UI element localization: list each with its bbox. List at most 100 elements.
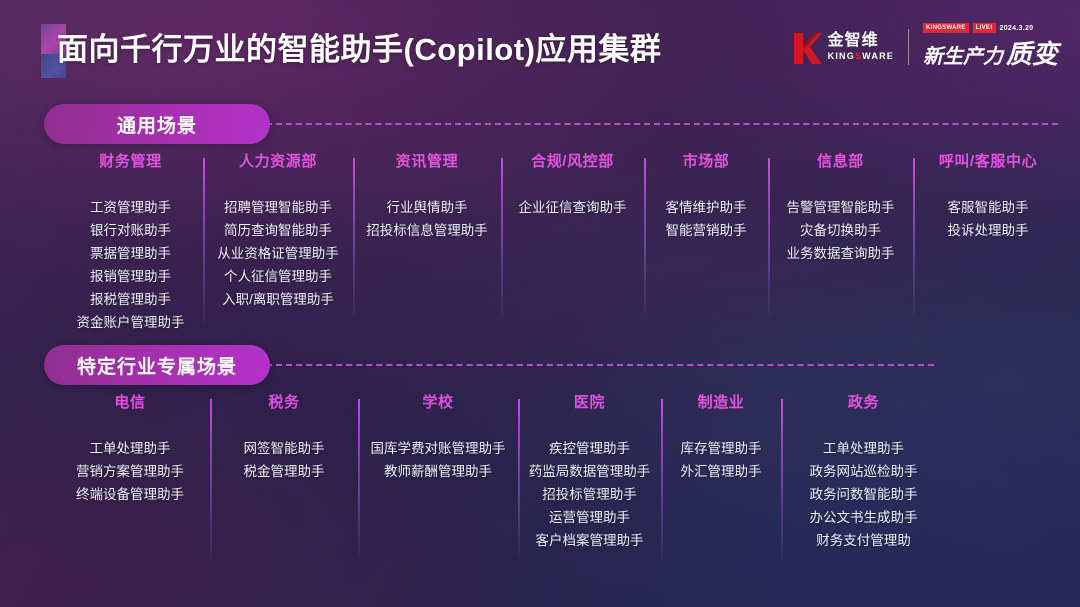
column-finance: 财务管理 工资管理助手 银行对账助手 票据管理助手 报销管理助手 报税管理助手 … — [58, 152, 203, 334]
column-separator — [781, 399, 783, 559]
column-header: 税务 — [268, 394, 300, 411]
section-1-dashed-line — [266, 123, 1058, 125]
column-header: 学校 — [422, 394, 454, 411]
list-item: 灾备切换助手 — [800, 223, 881, 238]
column-header: 呼叫/客服中心 — [938, 153, 1038, 170]
list-item: 工单处理助手 — [89, 441, 171, 456]
section-2-columns: 电信 工单处理助手 营销方案管理助手 终端设备管理助手 税务 网签智能助手 税金… — [0, 393, 1080, 559]
list-item: 招投标信息管理助手 — [366, 223, 488, 238]
list-item: 企业征信查询助手 — [518, 200, 627, 215]
event-date: 2024.3.20 — [999, 24, 1034, 32]
column-tax: 税务 网签智能助手 税金管理助手 — [210, 393, 358, 559]
list-item: 业务数据查询助手 — [786, 246, 895, 261]
brand-bar: 金智维 KINGSWARE KINGSWARE LIVE! 2024.3.20 … — [792, 23, 1058, 71]
column-separator — [353, 158, 355, 316]
column-header: 政务 — [847, 394, 880, 411]
kingsware-k-icon — [792, 31, 822, 64]
event-chip-brand: KINGSWARE — [922, 23, 969, 33]
column-header: 医院 — [573, 394, 606, 411]
column-header: 电信 — [114, 394, 146, 411]
column-header: 信息部 — [817, 153, 864, 170]
page-title: 面向千行万业的智能助手(Copilot)应用集群 — [57, 32, 662, 67]
list-item: 终端设备管理助手 — [76, 487, 184, 502]
column-callcenter: 呼叫/客服中心 客服智能助手 投诉处理助手 — [913, 152, 1063, 334]
kingsware-logo: 金智维 KINGSWARE — [792, 31, 894, 64]
list-item: 办公文书生成助手 — [809, 510, 918, 525]
column-items: 客情维护助手 智能营销助手 — [644, 196, 768, 242]
column-hr: 人力资源部 招聘管理智能助手 简历查询智能助手 从业资格证管理助手 个人征信管理… — [203, 152, 353, 334]
brand-divider — [907, 29, 909, 65]
list-item: 教师薪酬管理助手 — [384, 464, 492, 479]
column-items: 工单处理助手 政务网站巡检助手 政务问数智能助手 办公文书生成助手 财务支付管理… — [781, 437, 946, 552]
section-2-heading: 特定行业专属场景 — [44, 345, 1058, 385]
list-item: 个人征信管理助手 — [224, 269, 332, 284]
kingsware-name-en: KINGSWARE — [828, 52, 894, 61]
column-government: 政务 工单处理助手 政务网站巡检助手 政务问数智能助手 办公文书生成助手 财务支… — [781, 393, 946, 559]
kingsware-en-post: WARE — [862, 51, 894, 61]
event-title: 新生产力 质变 — [923, 34, 1058, 71]
list-item: 招聘管理智能助手 — [224, 200, 332, 215]
column-news: 资讯管理 行业舆情助手 招投标信息管理助手 — [353, 152, 501, 334]
event-logo: KINGSWARE LIVE! 2024.3.20 新生产力 质变 — [922, 23, 1058, 71]
list-item: 运营管理助手 — [549, 510, 630, 525]
column-header: 合规/风控部 — [531, 153, 614, 170]
section-1-columns: 财务管理 工资管理助手 银行对账助手 票据管理助手 报销管理助手 报税管理助手 … — [0, 152, 1080, 334]
list-item: 工资管理助手 — [90, 200, 171, 215]
kingsware-en-s: S — [854, 51, 863, 61]
column-school: 学校 国库学费对账管理助手 教师薪酬管理助手 — [358, 393, 518, 559]
column-separator — [358, 399, 360, 559]
event-meta-row: KINGSWARE LIVE! 2024.3.20 — [922, 23, 1058, 33]
list-item: 告警管理智能助手 — [786, 200, 895, 215]
list-item: 报税管理助手 — [90, 292, 171, 307]
column-separator — [501, 158, 503, 316]
list-item: 客服智能助手 — [947, 200, 1029, 215]
list-item: 药监局数据管理助手 — [528, 464, 651, 479]
list-item: 智能营销助手 — [665, 223, 747, 238]
column-separator — [644, 158, 646, 316]
title-accent-blocks — [41, 24, 66, 78]
list-item: 招投标管理助手 — [542, 487, 637, 502]
list-item: 简历查询智能助手 — [224, 223, 332, 238]
list-item: 政务网站巡检助手 — [809, 464, 918, 479]
section-2-badge: 特定行业专属场景 — [44, 345, 270, 385]
list-item: 银行对账助手 — [90, 223, 171, 238]
kingsware-name-cn: 金智维 — [827, 32, 879, 49]
list-item: 客情维护助手 — [665, 200, 747, 215]
accent-square-bottom — [41, 54, 66, 78]
accent-square-top — [41, 24, 66, 54]
list-item: 资金账户管理助手 — [76, 315, 185, 330]
column-separator — [768, 158, 770, 316]
slide-header: 面向千行万业的智能助手(Copilot)应用集群 金智维 KINGSWARE K — [0, 0, 1080, 92]
kingsware-wordmark: 金智维 KINGSWARE — [828, 33, 894, 61]
list-item: 国库学费对账管理助手 — [370, 441, 506, 456]
list-item: 投诉处理助手 — [947, 223, 1029, 238]
list-item: 政务问数智能助手 — [809, 487, 918, 502]
list-item: 报销管理助手 — [90, 269, 171, 284]
column-hospital: 医院 疾控管理助手 药监局数据管理助手 招投标管理助手 运营管理助手 客户档案管… — [518, 393, 661, 559]
column-manufacturing: 制造业 库存管理助手 外汇管理助手 — [661, 393, 781, 559]
column-header: 市场部 — [682, 153, 730, 170]
column-items: 工资管理助手 银行对账助手 票据管理助手 报销管理助手 报税管理助手 资金账户管… — [58, 196, 203, 334]
column-header: 人力资源部 — [238, 153, 317, 170]
list-item: 税金管理助手 — [243, 464, 325, 479]
column-separator — [210, 399, 212, 559]
list-item: 从业资格证管理助手 — [217, 246, 339, 261]
column-marketing: 市场部 客情维护助手 智能营销助手 — [644, 152, 768, 334]
event-chip-live: LIVE! — [972, 23, 996, 33]
column-telecom: 电信 工单处理助手 营销方案管理助手 终端设备管理助手 — [50, 393, 210, 552]
column-items: 国库学费对账管理助手 教师薪酬管理助手 — [358, 437, 518, 483]
list-item: 财务支付管理助 — [816, 533, 911, 548]
list-item: 疾控管理助手 — [549, 441, 630, 456]
list-item: 工单处理助手 — [823, 441, 904, 456]
list-item: 库存管理助手 — [680, 441, 762, 456]
list-item: 营销方案管理助手 — [76, 464, 184, 479]
list-item: 客户档案管理助手 — [535, 533, 644, 548]
section-1-badge: 通用场景 — [44, 104, 270, 144]
column-separator — [518, 399, 520, 559]
column-items: 网签智能助手 税金管理助手 — [210, 437, 358, 483]
list-item: 票据管理助手 — [90, 246, 171, 261]
column-items: 库存管理助手 外汇管理助手 — [661, 437, 781, 483]
event-title-part-a: 新生产力 — [922, 46, 1003, 68]
column-separator — [661, 399, 663, 559]
